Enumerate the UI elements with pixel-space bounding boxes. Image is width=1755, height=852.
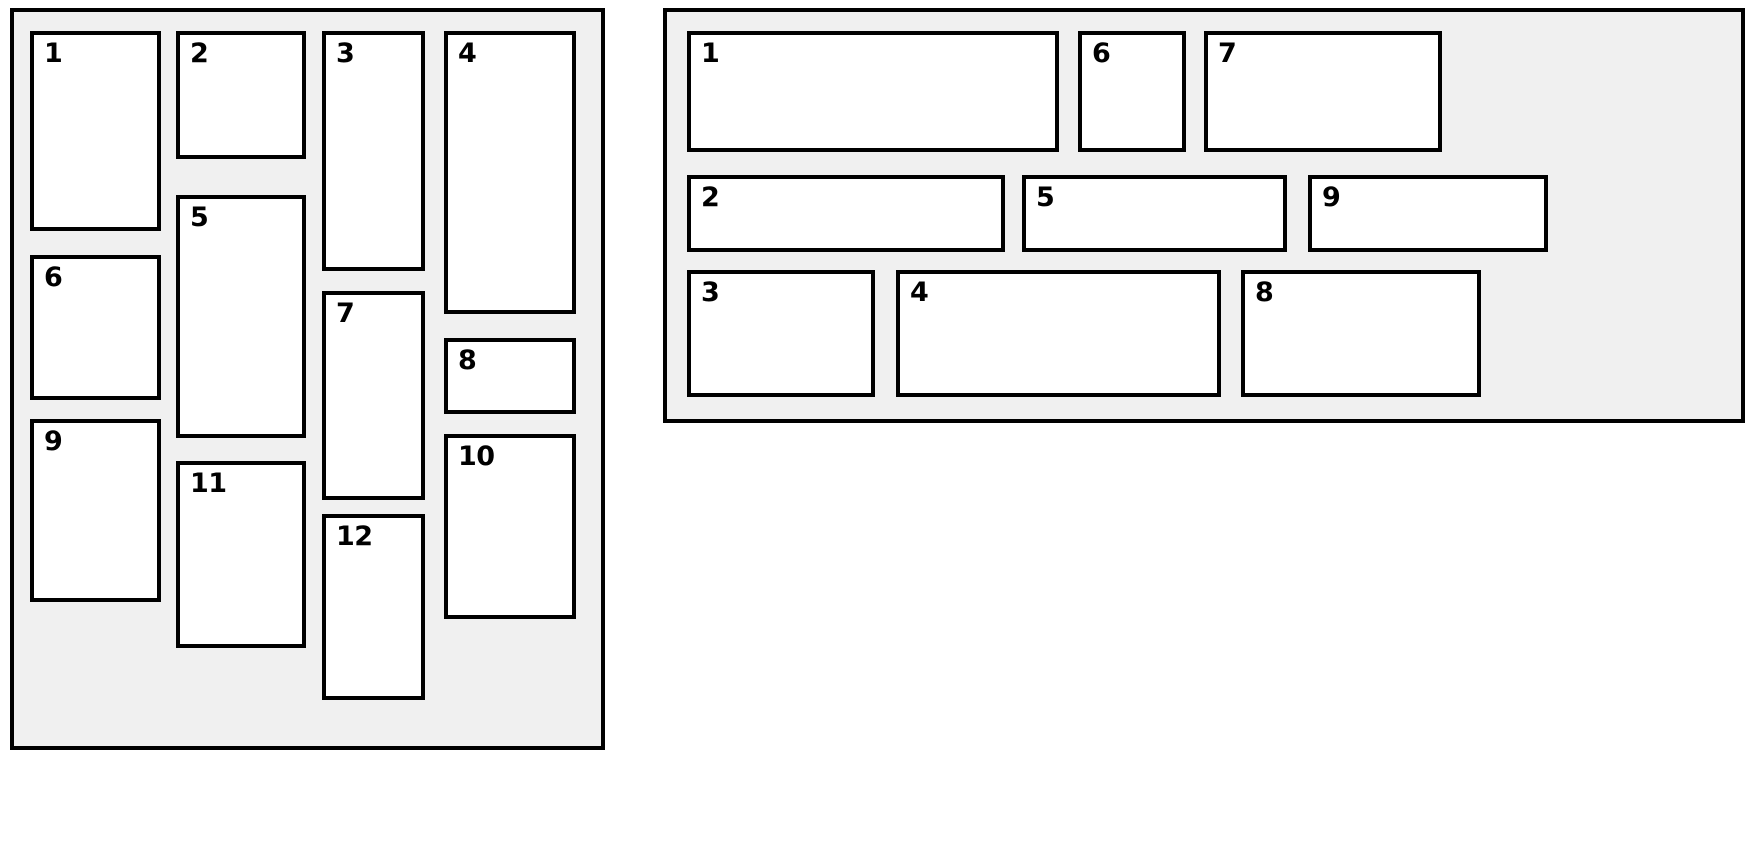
region-box-3[interactable]: 3: [687, 270, 875, 397]
region-label-11: 11: [190, 468, 227, 499]
region-label-8: 8: [1255, 277, 1274, 308]
region-box-4[interactable]: 4: [896, 270, 1221, 397]
region-box-1[interactable]: 1: [687, 31, 1059, 152]
region-label-10: 10: [458, 441, 495, 472]
region-label-1: 1: [44, 38, 63, 69]
region-box-9[interactable]: 9: [1308, 175, 1548, 252]
region-box-4[interactable]: 4: [444, 31, 576, 314]
region-label-7: 7: [336, 298, 355, 329]
region-box-5[interactable]: 5: [1022, 175, 1287, 252]
region-box-2[interactable]: 2: [687, 175, 1005, 252]
region-label-9: 9: [1322, 182, 1341, 213]
region-box-1[interactable]: 1: [30, 31, 161, 231]
region-label-1: 1: [701, 38, 720, 69]
region-box-11[interactable]: 11: [176, 461, 306, 648]
region-box-6[interactable]: 6: [1078, 31, 1186, 152]
region-box-2[interactable]: 2: [176, 31, 306, 159]
region-label-12: 12: [336, 521, 373, 552]
region-box-10[interactable]: 10: [444, 434, 576, 619]
region-box-9[interactable]: 9: [30, 419, 161, 602]
region-box-12[interactable]: 12: [322, 514, 425, 700]
region-box-7[interactable]: 7: [322, 291, 425, 500]
region-label-4: 4: [458, 38, 477, 69]
region-label-2: 2: [701, 182, 720, 213]
region-label-6: 6: [44, 262, 63, 293]
region-label-4: 4: [910, 277, 929, 308]
region-label-8: 8: [458, 345, 477, 376]
region-label-3: 3: [336, 38, 355, 69]
region-label-3: 3: [701, 277, 720, 308]
region-label-6: 6: [1092, 38, 1111, 69]
region-label-5: 5: [190, 202, 209, 233]
region-box-3[interactable]: 3: [322, 31, 425, 271]
region-label-7: 7: [1218, 38, 1237, 69]
region-box-7[interactable]: 7: [1204, 31, 1442, 152]
region-box-6[interactable]: 6: [30, 255, 161, 400]
region-box-8[interactable]: 8: [1241, 270, 1481, 397]
region-box-5[interactable]: 5: [176, 195, 306, 438]
region-label-2: 2: [190, 38, 209, 69]
region-box-8[interactable]: 8: [444, 338, 576, 414]
region-label-5: 5: [1036, 182, 1055, 213]
region-label-9: 9: [44, 426, 63, 457]
